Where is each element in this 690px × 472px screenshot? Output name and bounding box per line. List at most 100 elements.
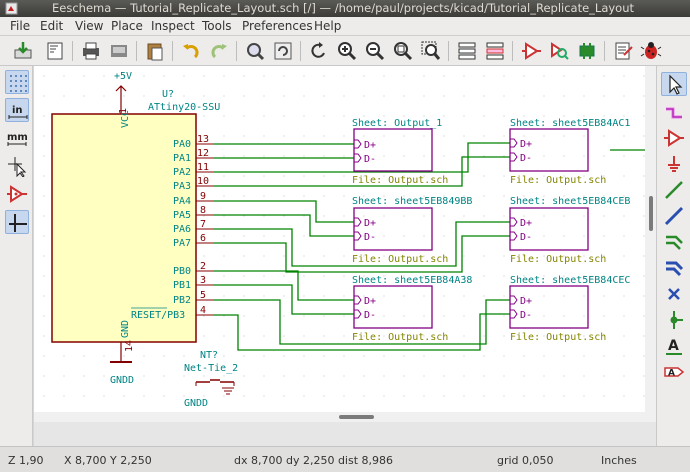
sheet-file: File: Output.sch	[510, 254, 606, 265]
sheet-5eb84cec[interactable]: Sheet: sheet5EB84CEC D+ D- File: Output.…	[509, 275, 630, 343]
svg-text:8: 8	[200, 205, 206, 216]
svg-text:in: in	[12, 105, 23, 116]
net-tie[interactable]: NT? Net-Tie_2 GNDD	[184, 350, 238, 409]
svg-text:A: A	[668, 369, 675, 379]
highlight-net-icon[interactable]	[661, 100, 687, 124]
redo-icon[interactable]	[208, 40, 230, 62]
schematic-canvas[interactable]: +5V 1 U? ATtiny20-SSU VCC GND 14 GNDD PA…	[34, 66, 645, 412]
horizontal-scrollbar[interactable]	[34, 412, 645, 422]
zoom-out-icon[interactable]	[364, 40, 386, 62]
place-symbol-icon[interactable]	[661, 126, 687, 150]
power-pin-number: 1	[118, 108, 129, 114]
svg-text:PA5: PA5	[173, 210, 191, 221]
global-label-icon[interactable]: A	[661, 360, 687, 384]
hierarchy-navigator-icon[interactable]	[456, 40, 478, 62]
sheet-5eb849bb[interactable]: Sheet: sheet5EB849BB D+ D- File: Output.…	[352, 196, 472, 265]
svg-text:D+: D+	[520, 139, 532, 150]
toolbar-separator	[300, 41, 301, 61]
svg-text:PA6: PA6	[173, 224, 191, 235]
wire-bus-entry-icon[interactable]	[661, 230, 687, 254]
footprint-assign-icon[interactable]	[576, 40, 598, 62]
menu-file[interactable]: File	[10, 19, 31, 33]
menu-inspect[interactable]: Inspect	[151, 19, 195, 33]
place-bus-icon[interactable]	[661, 204, 687, 228]
save-icon[interactable]	[12, 40, 34, 62]
schematic-drawing[interactable]: +5V 1 U? ATtiny20-SSU VCC GND 14 GNDD PA…	[34, 66, 645, 412]
sheet-5eb84a38[interactable]: Sheet: sheet5EB84A38 D+ D- File: Output.…	[352, 275, 472, 343]
sheet-output-1[interactable]: Sheet: Output_1 D+ D- File: Output.sch	[352, 118, 448, 186]
menu-place[interactable]: Place	[111, 19, 143, 33]
leave-sheet-icon[interactable]	[484, 40, 506, 62]
power-symbol-5v[interactable]: +5V 1	[114, 71, 132, 114]
status-delta: dx 8,700 dy 2,250 dist 8,986	[234, 454, 394, 467]
sheet-5eb84ceb[interactable]: Sheet: sheet5EB84CEB D+ D- File: Output.…	[509, 196, 630, 265]
pin-pa5[interactable]: PA5 8	[173, 205, 214, 221]
svg-text:D-: D-	[364, 310, 376, 321]
net-label-icon[interactable]: A	[661, 334, 687, 358]
svg-text:12: 12	[197, 148, 209, 159]
svg-text:D+: D+	[520, 296, 532, 307]
hidden-pins-icon[interactable]	[5, 182, 29, 206]
no-connect-icon[interactable]	[661, 282, 687, 306]
component-attiny20[interactable]: U? ATtiny20-SSU VCC GND 14 GNDD	[51, 89, 220, 386]
erc-icon[interactable]	[640, 40, 662, 62]
svg-text:3: 3	[200, 275, 206, 286]
toolbar-separator	[236, 41, 237, 61]
zoom-refresh-icon[interactable]	[244, 40, 266, 62]
svg-text:D-: D-	[520, 232, 532, 243]
cursor-shape-icon[interactable]	[5, 154, 29, 178]
window-titlebar: Eeschema — Tutorial_Replicate_Layout.sch…	[0, 0, 690, 17]
status-bar: Z 1,90 X 8,700 Y 2,250 dx 8,700 dy 2,250…	[0, 446, 690, 472]
place-power-icon[interactable]	[661, 152, 687, 176]
svg-text:A: A	[668, 338, 679, 354]
toolbar-separator	[512, 41, 513, 61]
print-icon[interactable]	[80, 40, 102, 62]
menu-view[interactable]: View	[75, 19, 104, 33]
place-wire-icon[interactable]	[661, 178, 687, 202]
symbol-editor-icon[interactable]	[520, 40, 542, 62]
sheet-5eb84ac1[interactable]: Sheet: sheet5EB84AC1 D+ D- File: Output.…	[509, 118, 630, 186]
svg-text:PB2: PB2	[173, 295, 191, 306]
vertical-scrollbar[interactable]	[645, 66, 656, 422]
junction-icon[interactable]	[661, 308, 687, 332]
redraw-icon[interactable]	[272, 40, 294, 62]
zoom-selection-icon[interactable]	[420, 40, 442, 62]
select-arrow-icon[interactable]	[661, 72, 687, 96]
menu-tools[interactable]: Tools	[202, 19, 232, 33]
toolbar-separator	[136, 41, 137, 61]
units-inches-icon[interactable]: in	[5, 98, 29, 122]
rotate-icon[interactable]	[308, 40, 330, 62]
wire-angle-icon[interactable]	[5, 210, 29, 234]
svg-text:D+: D+	[520, 218, 532, 229]
menu-preferences[interactable]: Preferences	[242, 19, 313, 33]
grid-toggle-icon[interactable]	[5, 70, 29, 94]
menu-edit[interactable]: Edit	[40, 19, 64, 33]
vertical-scroll-thumb[interactable]	[649, 196, 653, 231]
zoom-in-icon[interactable]	[336, 40, 358, 62]
horizontal-scroll-thumb[interactable]	[339, 415, 374, 419]
status-zoom: Z 1,90	[8, 454, 44, 467]
plot-icon[interactable]	[108, 40, 130, 62]
svg-text:D+: D+	[364, 296, 376, 307]
menu-help[interactable]: Help	[314, 19, 342, 33]
units-mm-icon[interactable]: mm	[5, 126, 29, 150]
symbol-browser-icon[interactable]	[548, 40, 570, 62]
zoom-fit-icon[interactable]	[392, 40, 414, 62]
undo-icon[interactable]	[180, 40, 202, 62]
paste-icon[interactable]	[144, 40, 166, 62]
netlist-icon[interactable]	[612, 40, 634, 62]
bus-bus-entry-icon[interactable]	[661, 256, 687, 280]
status-grid: grid 0,050	[497, 454, 554, 467]
page-settings-icon[interactable]	[44, 40, 66, 62]
